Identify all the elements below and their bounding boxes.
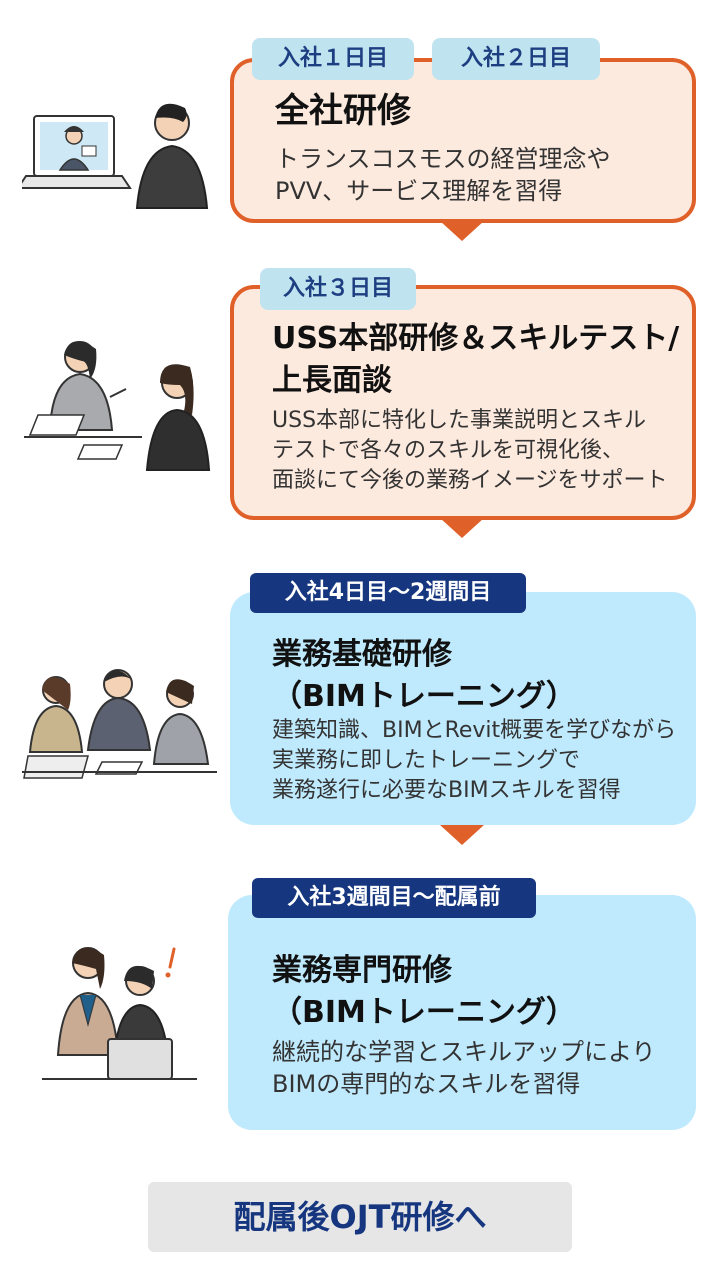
step-1-desc-line-2: PVV、サービス理解を習得 [275,177,563,205]
step-3-desc: 建築知識、BIMとRevit概要を学びながら 実業務に即したトレーニングで 業務… [272,716,676,806]
step-4-desc-line-2: BIMの専門的なスキルを習得 [272,1070,581,1098]
step-4-title: 業務専門研修 （BIMトレーニング） [272,950,576,1034]
arrow-down-1 [440,221,484,241]
step-2-title-line-1: USS本部研修＆スキルテスト/ [272,321,680,356]
step-3-title-line-1: 業務基礎研修 [272,637,452,672]
step-2-desc-line-2: テストで各々のスキルを可視化後、 [272,438,625,463]
step-4-tag-1: 入社3週間目～配属前 [252,878,536,918]
step-1-desc: トランスコスモスの経営理念や PVV、サービス理解を習得 [275,143,611,207]
step-1-tag-1: 入社１日目 [252,38,414,80]
final-ojt-box: 配属後OJT研修へ [148,1182,572,1252]
step-3-card [230,592,696,825]
arrow-down-3 [440,825,484,845]
step-2-card [230,285,696,520]
step-1-tag-2: 入社２日目 [432,38,600,80]
step-4-title-line-1: 業務専門研修 [272,953,452,988]
step-2-title: USS本部研修＆スキルテスト/ 上長面談 [272,318,679,402]
step-2-desc-line-3: 面談にて今後の業務イメージをサポート [272,468,668,493]
group-training-illustration [22,669,217,779]
step-2-desc-line-1: USS本部に特化した事業説明とスキル [272,408,647,433]
step-4-desc-line-1: 継続的な学習とスキルアップにより [272,1038,656,1066]
step-1-card [230,58,696,223]
step-3-desc-line-1: 建築知識、BIMとRevit概要を学びながら [272,718,677,743]
pair-work-illustration [42,947,197,1080]
step-1-title: 全社研修 [275,91,411,131]
step-2-tag-1: 入社３日目 [260,268,416,310]
interview-illustration [24,341,211,471]
step-3-title-line-2: （BIMトレーニング） [272,679,576,714]
step-3-desc-line-3: 業務遂行に必要なBIMスキルを習得 [272,778,621,803]
step-3-tag-1: 入社4日目～2週間目 [250,573,526,613]
step-4-desc: 継続的な学習とスキルアップにより BIMの専門的なスキルを習得 [272,1036,656,1100]
step-4-card [228,895,696,1130]
step-2-title-line-2: 上長面談 [272,363,392,398]
step-2-desc: USS本部に特化した事業説明とスキル テストで各々のスキルを可視化後、 面談にて… [272,406,668,496]
step-1-desc-line-1: トランスコスモスの経営理念や [275,145,611,173]
arrow-down-2 [440,518,484,538]
step-3-title: 業務基礎研修 （BIMトレーニング） [272,634,576,718]
online-meeting-illustration [22,103,209,209]
step-3-desc-line-2: 実業務に即したトレーニングで [272,748,581,773]
step-4-title-line-2: （BIMトレーニング） [272,995,576,1030]
